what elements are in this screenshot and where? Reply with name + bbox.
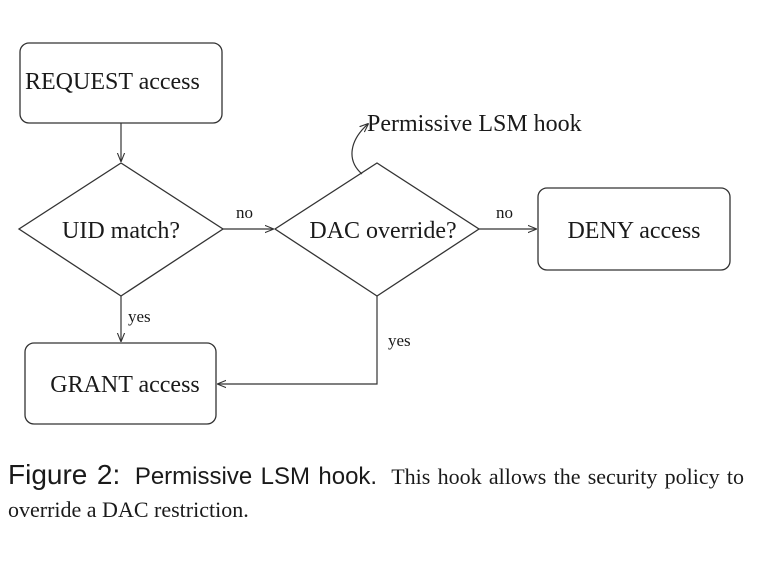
figure-title: Permissive LSM hook.: [134, 463, 378, 490]
request-access-label: REQUEST access: [25, 69, 200, 95]
uid-yes-label: yes: [128, 307, 151, 326]
figure-caption: Figure 2: Permissive LSM hook. This hook…: [8, 458, 744, 526]
dac-override-label: DAC override?: [309, 218, 456, 244]
dac-yes-label: yes: [388, 331, 411, 350]
request-access-node: REQUEST access: [19, 42, 223, 124]
deny-access-node: DENY access: [537, 187, 731, 271]
callout-label: Permissive LSM hook: [367, 111, 582, 137]
callout-pointer: [351, 124, 368, 175]
dac-override-decision: DAC override?: [273, 162, 481, 297]
uid-match-label: UID match?: [62, 218, 180, 244]
uid-match-decision: UID match?: [17, 162, 225, 297]
grant-access-label: GRANT access: [50, 372, 200, 398]
flowchart: REQUEST access UID match? DAC override? …: [17, 42, 731, 425]
figure-body: This hook allows the security policy to …: [8, 464, 745, 522]
grant-access-node: GRANT access: [24, 342, 217, 425]
dac-no-label: no: [496, 203, 513, 222]
uid-no-label: no: [236, 203, 253, 222]
edge-dac-to-grant: [218, 296, 378, 384]
figure-label: Figure 2:: [8, 459, 121, 490]
deny-access-label: DENY access: [567, 218, 700, 244]
